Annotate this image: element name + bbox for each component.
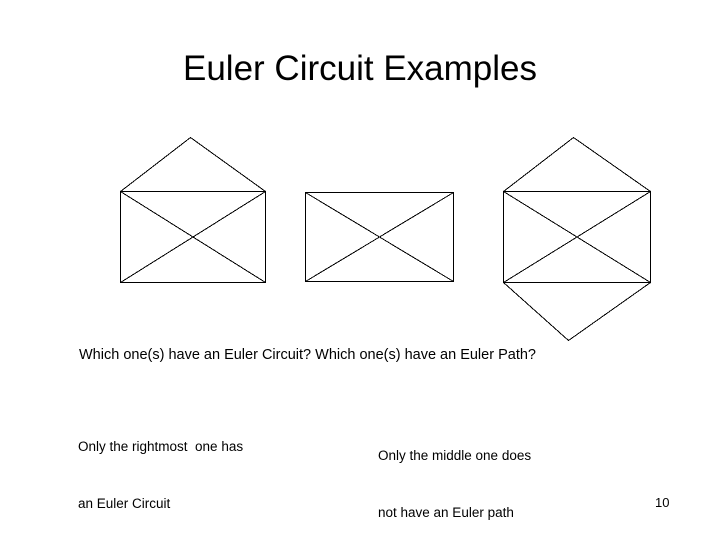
answer-left-line-2: an Euler Circuit bbox=[78, 496, 171, 511]
rectangle-with-diagonals-rectangle bbox=[305, 192, 454, 282]
answer-right-line-1: Only the middle one does bbox=[378, 448, 532, 463]
answer-left-block: Only the rightmost one has an Euler Circ… bbox=[78, 399, 243, 551]
answer-left-line-1: Only the rightmost one has bbox=[78, 439, 244, 454]
envelope-open-diagonal-tl-br bbox=[120, 191, 266, 283]
double-envelope-diagonal-bl-tr bbox=[503, 191, 651, 283]
question-text: Which one(s) have an Euler Circuit? Whic… bbox=[79, 347, 536, 363]
double-envelope-bottom-flap-right bbox=[568, 282, 651, 341]
page-number: 10 bbox=[655, 495, 670, 510]
answer-right-block: Only the middle one does not have an Eul… bbox=[378, 408, 531, 560]
figure-envelope-open-graph bbox=[120, 137, 266, 283]
envelope-open-diagonal-bl-tr bbox=[120, 191, 266, 283]
page-title: Euler Circuit Examples bbox=[183, 49, 537, 88]
envelope-open-flap-left bbox=[120, 137, 191, 192]
double-envelope-rectangle bbox=[503, 191, 651, 283]
answer-right-line-2: not have an Euler path bbox=[378, 505, 514, 520]
rectangle-with-diagonals-diagonal-tl-br bbox=[305, 192, 454, 282]
slide-canvas: Euler Circuit Examples bbox=[78, 49, 670, 520]
double-envelope-diagonal-tl-br bbox=[503, 191, 651, 283]
double-envelope-top-flap-left bbox=[503, 137, 574, 192]
envelope-open-flap-right bbox=[190, 137, 266, 192]
double-envelope-bottom-flap-left bbox=[503, 282, 569, 341]
figure-rectangle-with-diagonals-graph bbox=[305, 192, 454, 282]
double-envelope-top-flap-right bbox=[573, 137, 651, 192]
envelope-open-rectangle bbox=[120, 191, 266, 283]
figure-double-envelope-graph bbox=[503, 137, 651, 341]
rectangle-with-diagonals-diagonal-bl-tr bbox=[305, 192, 454, 282]
